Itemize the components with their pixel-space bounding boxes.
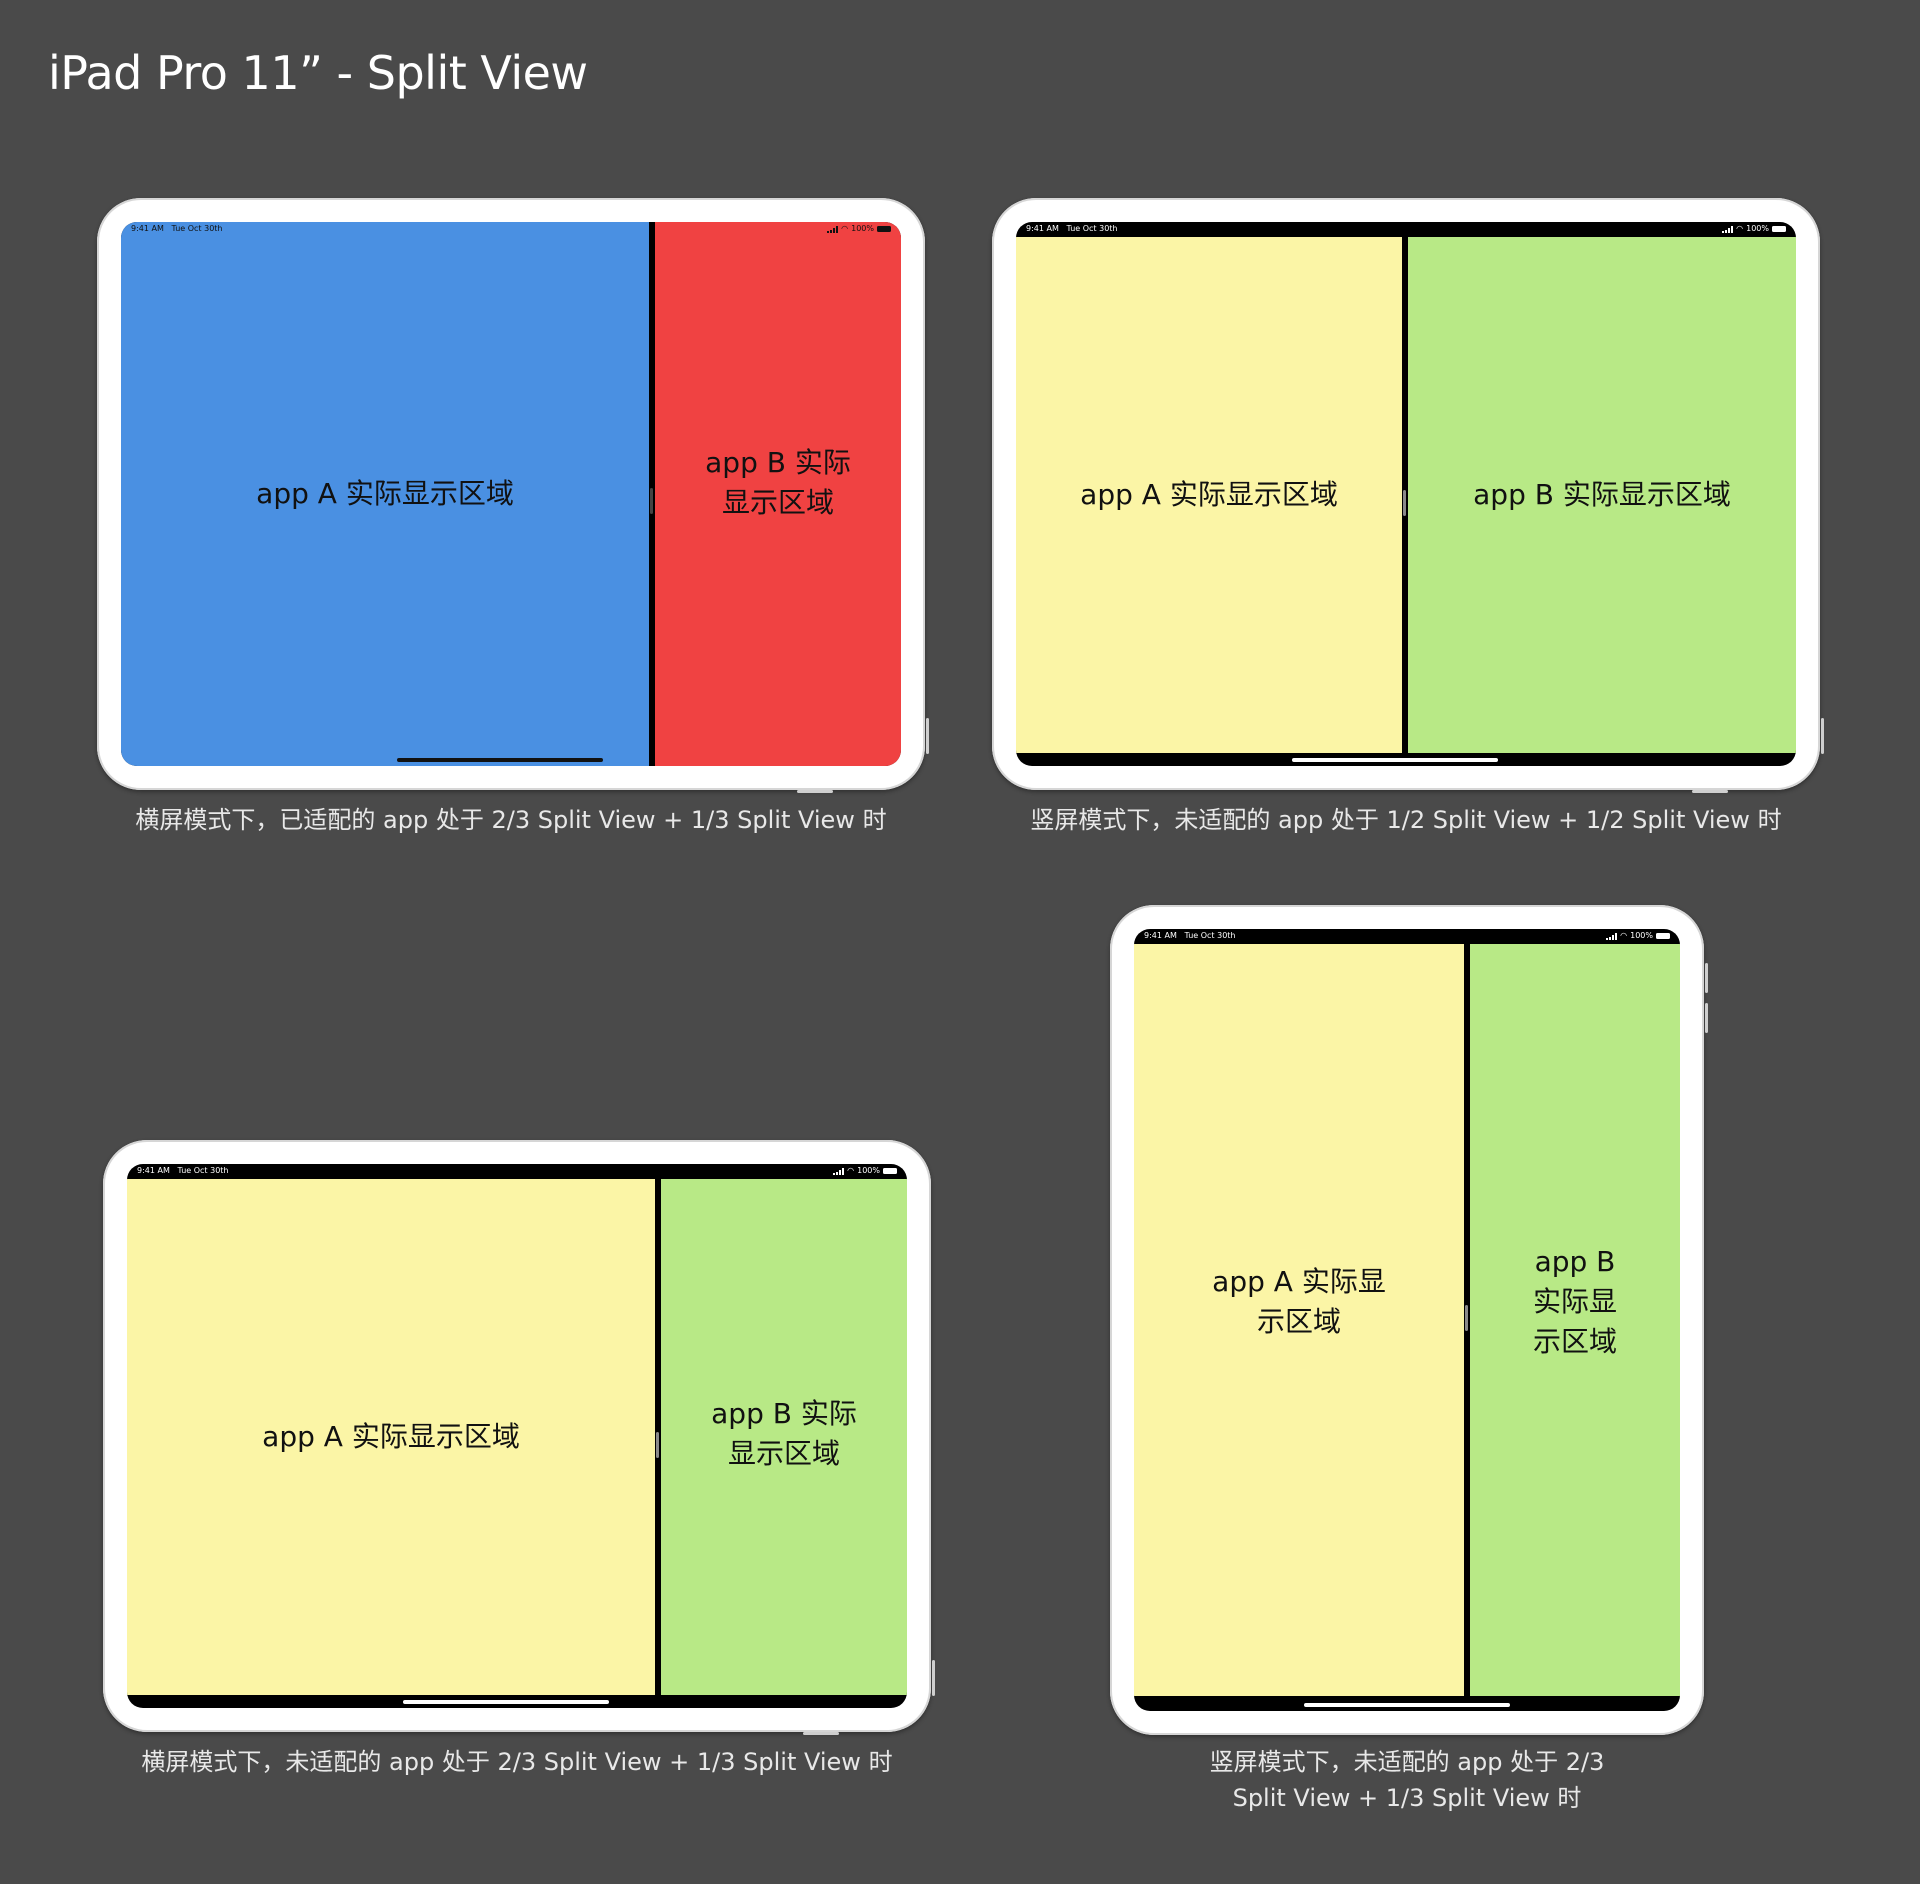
app-b-label: app B 实际 显示区域 xyxy=(711,1397,857,1470)
status-time: 9:41 AM xyxy=(137,1166,170,1175)
home-indicator[interactable] xyxy=(1292,758,1498,762)
caption-half-split: 竖屏模式下，未适配的 app 处于 1/2 Split View + 1/2 S… xyxy=(1030,806,1782,834)
status-date: Tue Oct 30th xyxy=(171,224,223,233)
home-indicator[interactable] xyxy=(397,758,603,762)
side-button xyxy=(1705,963,1708,993)
status-bar: 9:41 AM Tue Oct 30th ◠ 100% xyxy=(127,1164,907,1178)
screen: app A 实际显示区域 app B 实际显示区域 9:41 AM Tue Oc… xyxy=(1016,222,1796,766)
app-b-pane: app B 实际 显示区域 xyxy=(661,1179,907,1695)
split-divider-handle[interactable] xyxy=(1403,490,1406,516)
battery-percent: 100% xyxy=(1746,224,1769,233)
caption-landscape-adapted: 横屏模式下，已适配的 app 处于 2/3 Split View + 1/3 S… xyxy=(135,806,887,834)
status-bar: 9:41 AM Tue Oct 30th ◠ 100% xyxy=(121,222,901,236)
status-date: Tue Oct 30th xyxy=(1066,224,1118,233)
battery-icon xyxy=(883,1168,897,1174)
battery-icon xyxy=(1656,933,1670,939)
side-button xyxy=(932,1660,935,1696)
app-b-pane: app B 实际显 示区域 xyxy=(1470,944,1680,1696)
app-a-pane: app A 实际显 示区域 xyxy=(1134,944,1464,1696)
battery-percent: 100% xyxy=(851,224,874,233)
wifi-icon: ◠ xyxy=(841,224,849,233)
split-divider-handle[interactable] xyxy=(650,488,653,514)
volume-button-up xyxy=(1705,1003,1708,1033)
screen: app A 实际显 示区域 app B 实际显 示区域 9:41 AM Tue … xyxy=(1134,929,1680,1711)
volume-button xyxy=(797,790,833,793)
status-date: Tue Oct 30th xyxy=(177,1166,229,1175)
status-time: 9:41 AM xyxy=(131,224,164,233)
battery-icon xyxy=(1772,226,1786,232)
home-indicator[interactable] xyxy=(1304,1703,1510,1707)
status-bar: 9:41 AM Tue Oct 30th ◠ 100% xyxy=(1016,222,1796,236)
side-button xyxy=(926,718,929,754)
app-b-label: app B 实际 显示区域 xyxy=(705,446,851,519)
app-b-label: app B 实际显示区域 xyxy=(1473,478,1731,511)
status-bar: 9:41 AM Tue Oct 30th ◠ 100% xyxy=(1134,929,1680,943)
caption-portrait-unadapted: 竖屏模式下，未适配的 app 处于 2/3 Split View + 1/3 S… xyxy=(1209,1748,1605,1812)
app-b-pane: app B 实际显示区域 xyxy=(1408,237,1796,753)
signal-icon xyxy=(1606,932,1618,940)
app-a-label: app A 实际显 示区域 xyxy=(1212,1265,1386,1338)
wifi-icon: ◠ xyxy=(1620,931,1628,940)
app-a-pane: app A 实际显示区域 xyxy=(127,1179,655,1695)
app-a-label: app A 实际显示区域 xyxy=(262,1420,520,1453)
volume-button xyxy=(1692,790,1728,793)
app-a-label: app A 实际显示区域 xyxy=(1080,478,1338,511)
ipad-frame-landscape-adapted: app A 实际显示区域 app B 实际 显示区域 9:41 AM Tue O… xyxy=(97,198,929,793)
caption-landscape-unadapted: 横屏模式下，未适配的 app 处于 2/3 Split View + 1/3 S… xyxy=(141,1748,893,1776)
page-title: iPad Pro 11” - Split View xyxy=(48,46,588,100)
status-time: 9:41 AM xyxy=(1026,224,1059,233)
signal-icon xyxy=(833,1167,845,1175)
ipad-frame-portrait-unadapted: app A 实际显 示区域 app B 实际显 示区域 9:41 AM Tue … xyxy=(1110,905,1708,1735)
app-b-pane: app B 实际 显示区域 xyxy=(655,222,901,766)
app-a-pane: app A 实际显示区域 xyxy=(121,222,649,766)
split-divider-handle[interactable] xyxy=(656,1432,659,1458)
battery-icon xyxy=(877,226,891,232)
home-indicator[interactable] xyxy=(403,1700,609,1704)
ipad-frame-landscape-unadapted: app A 实际显示区域 app B 实际 显示区域 9:41 AM Tue O… xyxy=(103,1140,935,1735)
wifi-icon: ◠ xyxy=(847,1166,855,1175)
signal-icon xyxy=(1722,225,1734,233)
app-a-pane: app A 实际显示区域 xyxy=(1016,237,1402,753)
app-a-label: app A 实际显示区域 xyxy=(256,477,514,510)
split-divider-handle[interactable] xyxy=(1465,1305,1468,1331)
ipad-frame-half-split: app A 实际显示区域 app B 实际显示区域 9:41 AM Tue Oc… xyxy=(992,198,1824,793)
status-time: 9:41 AM xyxy=(1144,931,1177,940)
wifi-icon: ◠ xyxy=(1736,224,1744,233)
screen: app A 实际显示区域 app B 实际 显示区域 9:41 AM Tue O… xyxy=(121,222,901,766)
battery-percent: 100% xyxy=(857,1166,880,1175)
battery-percent: 100% xyxy=(1630,931,1653,940)
screen: app A 实际显示区域 app B 实际 显示区域 9:41 AM Tue O… xyxy=(127,1164,907,1708)
volume-button xyxy=(803,1732,839,1735)
signal-icon xyxy=(827,225,839,233)
status-date: Tue Oct 30th xyxy=(1184,931,1236,940)
app-b-label: app B 实际显 示区域 xyxy=(1532,1245,1617,1358)
side-button xyxy=(1821,718,1824,754)
